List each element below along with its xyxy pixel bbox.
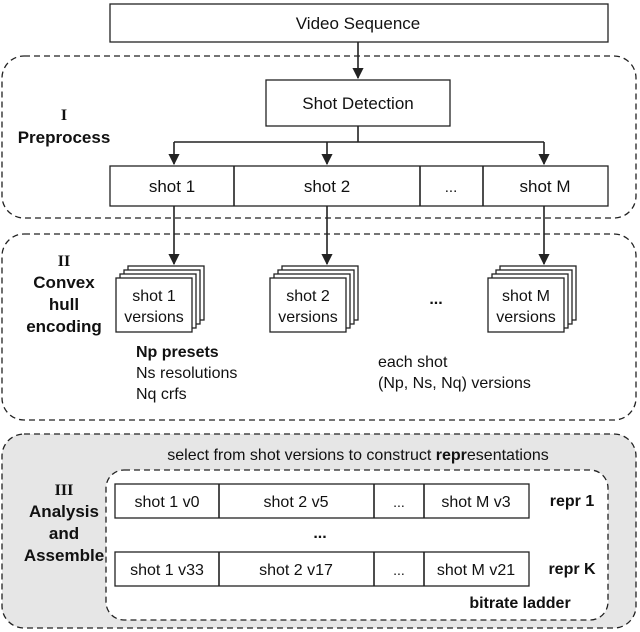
shots-row [109, 165, 609, 207]
shot-ellipsis-cell: ... [445, 179, 458, 196]
np-presets-label: Np presets [136, 344, 219, 361]
repr-1-shot-m: shot M v3 [441, 494, 510, 511]
shot-m-versions-stack: shot M versions [487, 265, 577, 333]
repr-k-shot-1: shot 1 v33 [130, 562, 204, 579]
stage3-name-line2: and [49, 524, 79, 543]
stage1-name: Preprocess [18, 128, 111, 147]
repr-rows-ellipsis: ... [313, 525, 326, 542]
stage2-number: II [58, 253, 70, 270]
repr-1-label: repr 1 [550, 493, 595, 510]
shot-2-versions-stack: shot 2 versions [269, 265, 359, 333]
select-caption: select from shot versions to construct r… [167, 447, 549, 464]
repr-1-shot-2: shot 2 v5 [264, 494, 329, 511]
shot-1-cell: shot 1 [149, 177, 195, 196]
repr-k-row [114, 551, 530, 587]
video-sequence-box [109, 3, 609, 43]
stage3-number: III [55, 482, 74, 499]
each-shot-line1: each shot [378, 354, 448, 371]
stage-convex-hull-panel [1, 233, 637, 421]
repr-1-row [114, 483, 530, 519]
shot-detection-label: Shot Detection [302, 94, 414, 113]
shot-2-versions-line2: versions [278, 309, 338, 326]
shot-1-versions-line2: versions [124, 309, 184, 326]
repr-k-ellipsis: ... [393, 562, 405, 578]
ns-resolutions-label: Ns resolutions [136, 365, 237, 382]
shot-2-versions-line1: shot 2 [286, 288, 330, 305]
shot-2-cell: shot 2 [304, 177, 350, 196]
repr-k-shot-m: shot M v21 [437, 562, 515, 579]
nq-crfs-label: Nq crfs [136, 386, 187, 403]
stage2-name-line1: Convex [33, 273, 95, 292]
shot-1-versions-stack: shot 1 versions [115, 265, 205, 333]
shot-m-cell: shot M [519, 177, 570, 196]
stage2-name-line3: encoding [26, 317, 102, 336]
stage3-name-line1: Analysis [29, 502, 99, 521]
repr-k-shot-2: shot 2 v17 [259, 562, 333, 579]
video-sequence-label: Video Sequence [296, 14, 420, 33]
stage2-name-line2: hull [49, 295, 79, 314]
each-shot-line2: (Np, Ns, Nq) versions [378, 375, 531, 392]
shot-m-versions-line1: shot M [502, 288, 550, 305]
repr-1-shot-1: shot 1 v0 [135, 494, 200, 511]
stage1-number: I [61, 107, 67, 124]
stage3-name-line3: Assemble [24, 546, 104, 565]
versions-ellipsis: ... [429, 291, 442, 308]
shot-detection-box [265, 79, 451, 127]
stage-preprocess-panel [1, 55, 637, 219]
repr-1-ellipsis: ... [393, 494, 405, 510]
shot-1-versions-line1: shot 1 [132, 288, 176, 305]
repr-k-label: repr K [548, 561, 596, 578]
shot-m-versions-line2: versions [496, 309, 556, 326]
bitrate-ladder-label: bitrate ladder [469, 595, 570, 612]
